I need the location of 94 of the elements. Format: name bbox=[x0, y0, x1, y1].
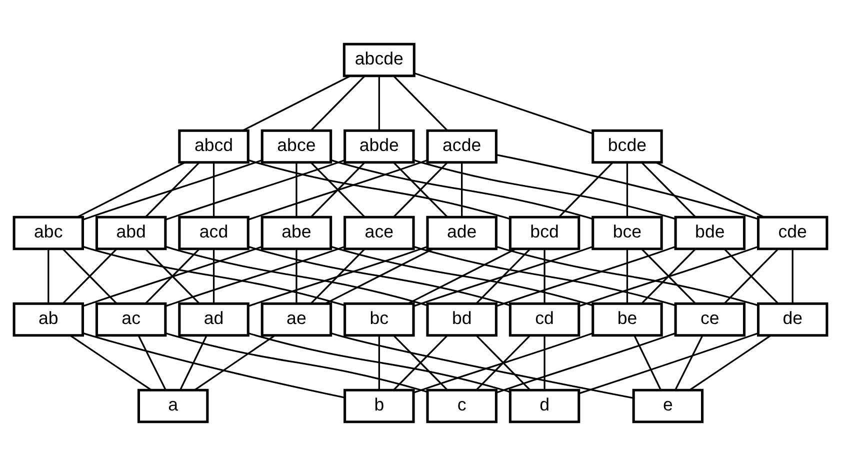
connector bbox=[248, 332, 510, 392]
node-box: ae bbox=[260, 302, 332, 336]
node-box: ac bbox=[95, 302, 167, 336]
connector bbox=[248, 158, 428, 220]
connector bbox=[578, 246, 758, 306]
connector bbox=[166, 245, 428, 306]
connector bbox=[48, 248, 50, 303]
connector bbox=[166, 332, 428, 392]
node-box: cde bbox=[756, 215, 828, 250]
connector bbox=[393, 75, 448, 130]
node-box: bcd bbox=[508, 215, 580, 250]
node-box: ad bbox=[178, 302, 250, 336]
connector bbox=[378, 76, 380, 130]
connector bbox=[476, 248, 530, 304]
node-box: bd bbox=[426, 302, 498, 336]
connector bbox=[461, 162, 463, 216]
connector bbox=[212, 248, 215, 303]
connector bbox=[626, 162, 628, 216]
connector bbox=[82, 246, 262, 306]
node-box: bc bbox=[344, 302, 415, 336]
connector bbox=[413, 332, 593, 393]
connector bbox=[558, 162, 614, 217]
node-box: abce bbox=[260, 128, 332, 164]
connector bbox=[544, 248, 546, 303]
node-box: c bbox=[426, 388, 498, 423]
node-box: d bbox=[508, 388, 580, 423]
node-box: ade bbox=[426, 215, 498, 250]
node-box: abcde bbox=[342, 42, 416, 77]
connector bbox=[792, 248, 794, 303]
connector bbox=[296, 248, 298, 303]
node-box: be bbox=[592, 302, 663, 336]
connector bbox=[641, 248, 696, 304]
connector bbox=[544, 335, 546, 390]
node-box: e bbox=[632, 388, 704, 423]
node-box: ace bbox=[344, 215, 415, 250]
node-box: bce bbox=[592, 215, 663, 250]
connector bbox=[626, 248, 628, 303]
connector bbox=[414, 72, 594, 134]
node-box: bde bbox=[674, 215, 746, 250]
node-box: cd bbox=[508, 302, 580, 336]
connector bbox=[248, 158, 510, 220]
connector bbox=[496, 245, 758, 306]
connector bbox=[634, 334, 662, 390]
connector bbox=[414, 245, 676, 306]
connector bbox=[70, 334, 152, 390]
connector bbox=[82, 332, 345, 398]
connector bbox=[145, 162, 200, 217]
connector bbox=[414, 158, 676, 220]
node-box: abcd bbox=[178, 128, 250, 164]
connector bbox=[330, 245, 593, 306]
node-box: abde bbox=[344, 128, 415, 164]
connector bbox=[180, 334, 208, 390]
node-box: b bbox=[344, 388, 415, 423]
node-box: acde bbox=[426, 128, 498, 164]
connector bbox=[212, 162, 215, 216]
connector bbox=[408, 248, 516, 304]
connector bbox=[690, 334, 771, 390]
connector bbox=[641, 162, 696, 217]
connector bbox=[413, 246, 593, 306]
connector bbox=[248, 245, 510, 306]
connector bbox=[393, 162, 448, 217]
connector bbox=[82, 158, 262, 220]
node-box: de bbox=[756, 302, 828, 336]
connector bbox=[324, 248, 434, 304]
connector bbox=[145, 248, 200, 304]
connector bbox=[496, 246, 676, 306]
node-box: a bbox=[137, 388, 209, 423]
connector bbox=[578, 332, 758, 394]
node-box: abc bbox=[12, 215, 84, 250]
connector bbox=[165, 246, 345, 306]
connector bbox=[296, 162, 298, 216]
connector bbox=[76, 161, 185, 218]
node-box: bcde bbox=[592, 128, 663, 164]
node-box: ce bbox=[674, 302, 746, 336]
node-box: ab bbox=[12, 302, 84, 336]
connector bbox=[330, 158, 593, 220]
connector bbox=[378, 335, 380, 390]
connector bbox=[656, 161, 764, 218]
connector bbox=[165, 158, 345, 220]
node-box: abd bbox=[95, 215, 167, 250]
connector bbox=[82, 245, 345, 306]
node-box: acd bbox=[178, 215, 250, 250]
connector bbox=[248, 246, 428, 306]
connector bbox=[310, 248, 365, 304]
connector bbox=[310, 75, 365, 130]
connector bbox=[496, 153, 758, 220]
connector bbox=[242, 74, 350, 131]
connector bbox=[194, 334, 275, 390]
node-box: abe bbox=[260, 215, 332, 250]
connector bbox=[674, 334, 704, 390]
connector bbox=[330, 332, 634, 398]
connector bbox=[138, 334, 166, 390]
connector bbox=[393, 334, 448, 390]
connector bbox=[496, 332, 676, 393]
